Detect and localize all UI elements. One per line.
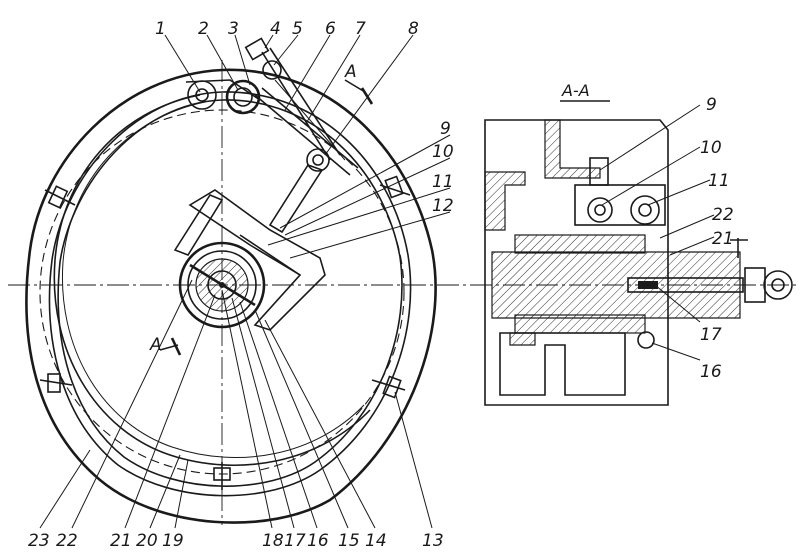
section-bracket bbox=[574, 184, 666, 226]
callout-4: 4 bbox=[270, 19, 281, 39]
lever-link bbox=[185, 79, 261, 101]
connecting-link bbox=[268, 164, 324, 234]
section-casting-left bbox=[484, 171, 526, 231]
bolt-left-upper bbox=[44, 185, 76, 209]
callout-19: 19 bbox=[162, 531, 184, 551]
section-arrow-top bbox=[344, 79, 366, 93]
callout-23: 23 bbox=[28, 531, 50, 551]
callout-17: 17 bbox=[284, 531, 306, 551]
section-pin-10 bbox=[587, 197, 613, 223]
section-casting-mid bbox=[544, 119, 601, 179]
leaders-right bbox=[267, 134, 451, 259]
callout-16: 16 bbox=[307, 531, 329, 551]
callout-1: 1 bbox=[155, 19, 166, 39]
callout-6: 6 bbox=[325, 19, 336, 39]
leaders-top bbox=[164, 34, 414, 156]
callout-11: 11 bbox=[432, 172, 454, 192]
section-cut-mark-bottom bbox=[170, 337, 182, 356]
callout-9: 9 bbox=[440, 119, 451, 139]
section-arrow-bottom bbox=[159, 344, 179, 351]
section-callout-10: 10 bbox=[700, 138, 722, 158]
section-callout-22: 22 bbox=[712, 205, 734, 225]
outer-housing bbox=[25, 68, 437, 524]
callout-3: 3 bbox=[228, 19, 239, 39]
callout-15: 15 bbox=[338, 531, 360, 551]
key-bar bbox=[189, 263, 256, 307]
callout-8: 8 bbox=[408, 19, 419, 39]
section-pin-10-bore bbox=[594, 204, 606, 216]
pivot-8-bore bbox=[312, 154, 324, 166]
pivot-pin-1 bbox=[187, 80, 217, 110]
bolt-left-lower bbox=[39, 373, 73, 393]
roller-2-hub bbox=[233, 87, 253, 107]
callout-13: 13 bbox=[422, 531, 444, 551]
section-leaders bbox=[599, 104, 715, 361]
section-pin-11-bore bbox=[638, 203, 652, 217]
section-bolt-16 bbox=[637, 331, 655, 349]
front-view: A A bbox=[8, 19, 470, 551]
tension-rod bbox=[254, 94, 351, 176]
rod-detail bbox=[274, 79, 346, 161]
section-marker-label-bottom: A bbox=[149, 335, 162, 355]
hub-ring bbox=[187, 250, 257, 320]
section-block-9 bbox=[589, 157, 609, 186]
brake-band-inner bbox=[61, 101, 365, 458]
pivot-pin-1-bore bbox=[195, 88, 209, 102]
section-marker-label-top: A bbox=[344, 62, 357, 82]
section-callout-9: 9 bbox=[706, 95, 717, 115]
section-lower-casting bbox=[499, 332, 626, 396]
callout-18: 18 bbox=[262, 531, 284, 551]
adjuster-screw bbox=[244, 37, 341, 161]
bolt-right-lower bbox=[371, 375, 406, 399]
section-view: A-A bbox=[470, 81, 800, 406]
section-callout-11: 11 bbox=[708, 171, 730, 191]
hub-bore bbox=[207, 270, 237, 300]
section-callout-16: 16 bbox=[700, 362, 722, 382]
section-lower-hatch bbox=[509, 332, 536, 346]
section-eye bbox=[763, 270, 793, 300]
section-title: A-A bbox=[561, 81, 590, 100]
callout-5: 5 bbox=[292, 19, 303, 39]
callout-14: 14 bbox=[365, 531, 387, 551]
tension-rod-edge bbox=[261, 87, 359, 169]
section-collar-upper bbox=[514, 234, 646, 254]
brake-band bbox=[53, 94, 371, 467]
callout-22: 22 bbox=[56, 531, 78, 551]
callout-10: 10 bbox=[432, 142, 454, 162]
callout-7: 7 bbox=[355, 19, 366, 39]
bolt-right-upper bbox=[379, 175, 411, 199]
bolt-bottom bbox=[213, 462, 231, 490]
section-callout-17: 17 bbox=[700, 325, 722, 345]
hub-outer bbox=[178, 241, 266, 329]
bracket-arm-left bbox=[173, 194, 224, 256]
section-callout-21: 21 bbox=[712, 229, 734, 249]
pivot-8 bbox=[306, 148, 330, 172]
callout-2: 2 bbox=[198, 19, 209, 39]
bracket-strut bbox=[239, 234, 301, 276]
section-pin-11 bbox=[630, 195, 660, 225]
callout-12: 12 bbox=[432, 196, 454, 216]
leaders-bottom bbox=[39, 279, 433, 529]
callout-20: 20 bbox=[136, 531, 158, 551]
callout-21: 21 bbox=[110, 531, 132, 551]
roller-2 bbox=[225, 79, 261, 115]
